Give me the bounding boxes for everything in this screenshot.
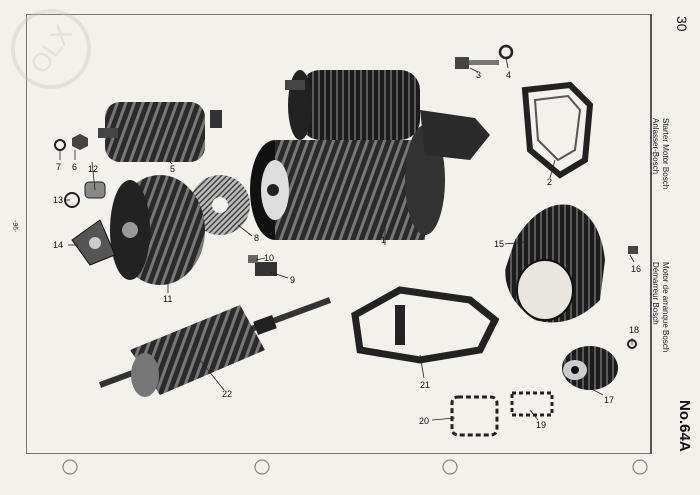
callout-17: 17 (604, 395, 614, 405)
part-pin (628, 246, 638, 254)
legend-fr: Démarreur Bosch (651, 262, 660, 325)
part-armature (98, 297, 332, 397)
binder-holes (62, 459, 648, 475)
page-number: 30 (674, 16, 690, 32)
part-pinion-drive (562, 346, 618, 390)
binder-hole (62, 459, 78, 475)
plate-number: No.64A (676, 400, 693, 452)
part-brush (248, 255, 258, 263)
callout-10: 10 (264, 253, 274, 263)
callout-19: 19 (536, 420, 546, 430)
part-end-cover (110, 175, 205, 285)
callout-16: 16 (631, 264, 641, 274)
part-end-bracket (71, 219, 116, 266)
frame-line-right (650, 14, 652, 454)
part-ring (64, 192, 80, 208)
part-engagement-lever (351, 286, 500, 364)
legend-de: Anlasser-Bosch (651, 118, 660, 175)
part-starter-motor-body (250, 70, 490, 240)
binder-hole (632, 459, 648, 475)
callout-7: 7 (56, 162, 61, 172)
frame-line-left (26, 14, 27, 454)
callout-18: 18 (629, 325, 639, 335)
callout-3: 3 (476, 70, 481, 80)
part-flange-plate (521, 81, 594, 179)
callout-5: 5 (170, 164, 175, 174)
part-small-washer (54, 139, 66, 151)
callout-13: 13 (53, 195, 63, 205)
part-spring-small (510, 391, 554, 417)
margin-page-note: -96- (11, 220, 18, 233)
leader-lines (59, 57, 635, 421)
callout-9: 9 (290, 275, 295, 285)
callout-4: 4 (506, 70, 511, 80)
part-solenoid (98, 102, 222, 162)
callout-21: 21 (420, 380, 430, 390)
callout-20: 20 (419, 416, 429, 426)
callout-1: 1 (381, 235, 386, 245)
frame-line-top (26, 14, 651, 15)
legend-en: Starter Motor Bosch (661, 118, 670, 190)
binder-hole (442, 459, 458, 475)
part-spring-large (450, 395, 499, 437)
part-washer (498, 44, 514, 60)
callout-22: 22 (222, 389, 232, 399)
part-brush-holder (255, 262, 277, 276)
legend-es: Motor de arranque Bosch (661, 262, 670, 353)
part-brush-plate (190, 175, 250, 235)
olx-watermark-logo: OLX (11, 9, 91, 89)
binder-hole (254, 459, 270, 475)
callout-2: 2 (547, 177, 552, 187)
frame-line-bottom (26, 453, 651, 454)
callout-labels: 1 2 3 4 5 6 7 8 9 10 11 12 13 14 15 16 1… (53, 70, 641, 430)
callout-6: 6 (72, 162, 77, 172)
part-nut (72, 134, 88, 150)
callout-14: 14 (53, 240, 63, 250)
part-drive-housing (505, 204, 605, 323)
callout-11: 11 (163, 294, 172, 304)
callout-8: 8 (254, 233, 259, 243)
callout-12: 12 (88, 164, 98, 174)
callout-15: 15 (494, 239, 504, 249)
part-bolt (455, 57, 499, 69)
